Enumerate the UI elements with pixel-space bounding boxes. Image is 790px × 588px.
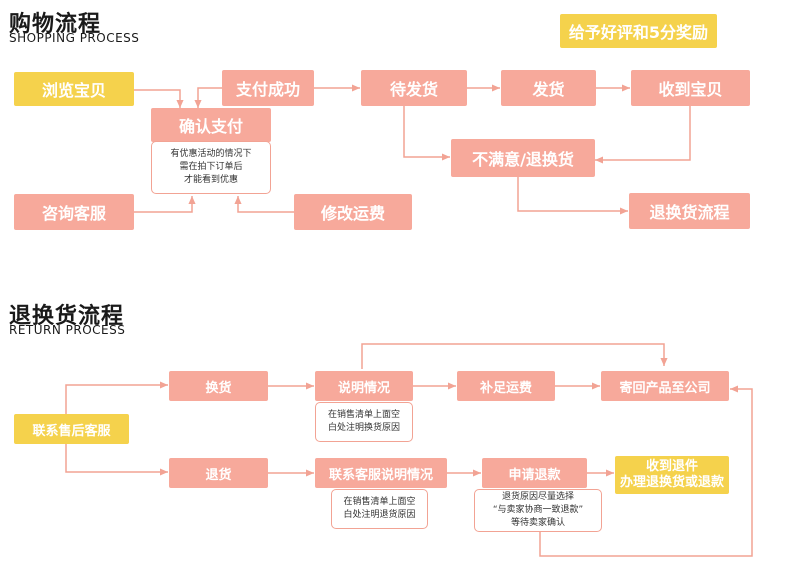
node-refund: 退货 bbox=[169, 458, 268, 488]
line-consult-note bbox=[134, 196, 196, 213]
discount-note-line: 有优惠活动的情况下 bbox=[170, 149, 252, 159]
node-extra-shipping: 补足运费 bbox=[457, 371, 555, 401]
node-finish: 收到退件 办理退换货或退款 bbox=[615, 456, 729, 494]
apply-note: 退货原因尽量选择 “与卖家协商一致退款” 等待卖家确认 bbox=[474, 489, 602, 532]
line-modify-note bbox=[234, 196, 294, 213]
shopping-title: 购物流程 bbox=[9, 12, 102, 37]
line-applynote-sendback bbox=[539, 385, 753, 557]
node-ship: 发货 bbox=[501, 70, 596, 106]
node-dissatisfied: 不满意/退换货 bbox=[451, 139, 595, 177]
line-explain-sendback-top bbox=[361, 343, 668, 369]
node-received: 收到宝贝 bbox=[631, 70, 750, 106]
finish-line: 收到退件 bbox=[645, 459, 698, 474]
node-send-back: 寄回产品至公司 bbox=[601, 371, 729, 401]
line-dissatisfied-returnflow bbox=[517, 177, 628, 215]
discount-note: 有优惠活动的情况下 需在拍下订单后 才能看到优惠 bbox=[151, 141, 271, 194]
line-received-dissatisfied bbox=[595, 106, 691, 164]
refund-note-line: 白处注明退货原因 bbox=[343, 510, 416, 520]
line-paysuccess-confirm bbox=[194, 87, 222, 108]
node-pay-success: 支付成功 bbox=[222, 70, 314, 106]
exchange-note-line: 白处注明换货原因 bbox=[327, 423, 400, 433]
node-return-flow: 退换货流程 bbox=[629, 193, 750, 229]
reward-badge: 给予好评和5分奖励 bbox=[560, 14, 717, 48]
node-browse: 浏览宝贝 bbox=[14, 72, 134, 106]
returns-subtitle: RETURN PROCESS bbox=[9, 323, 126, 337]
finish-line: 办理退换货或退款 bbox=[619, 475, 724, 490]
discount-note-line: 才能看到优惠 bbox=[183, 175, 238, 185]
apply-note-line: 等待卖家确认 bbox=[510, 518, 565, 528]
shopping-subtitle: SHOPPING PROCESS bbox=[9, 31, 140, 45]
node-contact-service: 联系售后客服 bbox=[14, 414, 129, 444]
node-exchange: 换货 bbox=[169, 371, 268, 401]
exchange-note-line: 在销售清单上面空 bbox=[327, 410, 400, 420]
line-contact-refund bbox=[65, 444, 168, 476]
node-contact-explain: 联系客服说明情况 bbox=[315, 458, 447, 488]
refund-note-line: 在销售清单上面空 bbox=[343, 497, 416, 507]
node-apply-refund: 申请退款 bbox=[482, 458, 587, 488]
apply-note-line: “与卖家协商一致退款” bbox=[492, 505, 584, 515]
returns-title: 退换货流程 bbox=[9, 304, 125, 329]
node-modify-shipping: 修改运费 bbox=[294, 194, 412, 230]
refund-note: 在销售清单上面空 白处注明退货原因 bbox=[331, 489, 428, 529]
exchange-note: 在销售清单上面空 白处注明换货原因 bbox=[315, 402, 413, 442]
line-toship-dissatisfied bbox=[403, 106, 450, 161]
discount-note-line: 需在拍下订单后 bbox=[179, 162, 243, 172]
line-browse-confirm bbox=[134, 89, 184, 108]
node-explain: 说明情况 bbox=[315, 371, 413, 401]
node-to-ship: 待发货 bbox=[361, 70, 467, 106]
node-confirm-pay: 确认支付 bbox=[151, 108, 271, 142]
line-contact-exchange bbox=[65, 381, 168, 414]
node-consult: 咨询客服 bbox=[14, 194, 134, 230]
apply-note-line: 退货原因尽量选择 bbox=[501, 492, 574, 502]
